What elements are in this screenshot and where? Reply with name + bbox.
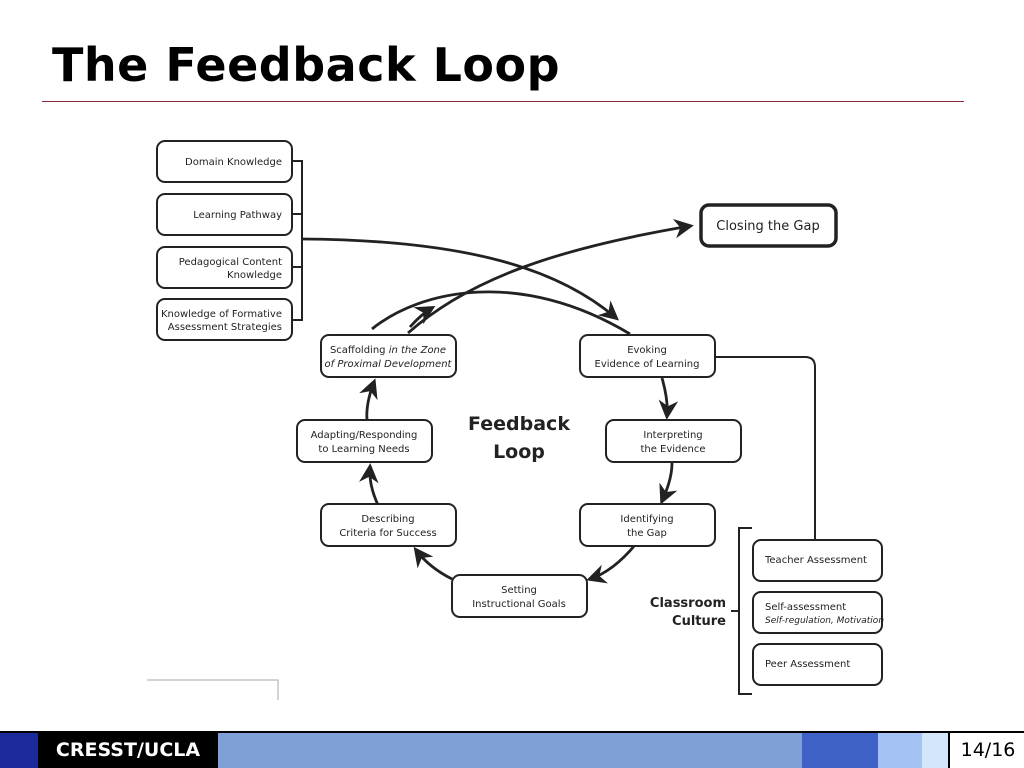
adapting-responding-label-line1: Adapting/Responding [311,430,418,441]
classroom-culture-label-line1: Classroom [650,596,726,611]
interpreting-evidence-label-line1: Interpreting [643,430,702,441]
slide-title: The Feedback Loop [52,38,561,92]
peer-assessment-label: Peer Assessment [765,659,850,670]
identifying-gap-box: Identifying the Gap [579,503,716,547]
scaffolding-box: Scaffolding in the Zone of Proximal Deve… [320,334,457,378]
adapting-responding-box: Adapting/Responding to Learning Needs [296,419,433,463]
pedagogical-content-knowledge-label-line1: Pedagogical Content [179,257,282,268]
formative-assessment-strategies-box: Knowledge of Formative Assessment Strate… [156,298,293,341]
footer-band-light [878,733,922,768]
learning-pathway-label: Learning Pathway [193,210,282,221]
pedagogical-content-knowledge-label-line2: Knowledge [227,270,282,281]
describing-criteria-box: Describing Criteria for Success [320,503,457,547]
footer-top-rule [0,731,1024,733]
describing-criteria-label-line1: Describing [361,514,414,525]
title-rule [42,101,964,102]
classroom-culture-label-line2: Culture [672,614,726,629]
footer-band-main [218,733,802,768]
learning-pathway-box: Learning Pathway [156,193,293,236]
feedback-loop-diagram: Domain Knowledge Learning Pathway Pedago… [147,140,884,700]
interpreting-evidence-box: Interpreting the Evidence [605,419,742,463]
knowledge-bracket [292,160,303,321]
footer-band-lighter [922,733,948,768]
loop-arrow-describing-adapting [359,463,380,506]
loop-arc-top [371,290,631,336]
peer-assessment-box: Peer Assessment [752,643,883,686]
pedagogical-content-knowledge-box: Pedagogical Content Knowledge [156,246,293,289]
evoking-evidence-label-line2: Evidence of Learning [595,359,700,370]
teacher-assessment-box: Teacher Assessment [752,539,883,582]
footer-brand: CRESST/UCLA [38,733,218,768]
domain-knowledge-box: Domain Knowledge [156,140,293,183]
placeholder-rule [147,679,279,700]
adapting-responding-label-line2: to Learning Needs [318,444,409,455]
closing-the-gap-box: Closing the Gap [699,203,838,248]
loop-arrow-evoking-interpreting [658,377,679,420]
setting-goals-label-line1: Setting [501,585,537,596]
self-assessment-sub-label: Self-regulation, Motivation [765,616,884,626]
setting-goals-box: Setting Instructional Goals [451,574,588,618]
formative-assessment-strategies-label-line2: Assessment Strategies [168,322,282,333]
loop-arrow-interpreting-identifying [659,462,678,505]
scaffolding-lead-italic: in the Zone [389,345,446,356]
teacher-assessment-label: Teacher Assessment [764,555,867,566]
domain-knowledge-label: Domain Knowledge [185,157,282,168]
self-assessment-label: Self-assessment [765,602,846,613]
feedback-loop-center-line2: Loop [493,441,545,463]
identifying-gap-label-line1: Identifying [620,514,673,525]
loop-arrow-scaffolding-up [408,306,436,328]
identifying-gap-label-line2: the Gap [627,528,667,539]
classroom-culture-bracket [731,527,752,695]
knowledge-to-evoking-arrow [301,237,619,321]
scaffolding-label-line2: of Proximal Development [325,359,453,370]
loop-arrow-adapting-scaffolding [359,378,378,421]
interpreting-evidence-label-line2: the Evidence [640,444,705,455]
footer-bar: CRESST/UCLA 14/16 [0,733,1024,768]
loop-arrow-identifying-setting [586,544,637,584]
closing-the-gap-label: Closing the Gap [716,219,819,234]
describing-criteria-label-line2: Criteria for Success [339,528,436,539]
footer-band-left [0,733,38,768]
loop-arrow-setting-describing [413,546,453,581]
scaffolding-label-line1: Scaffolding in the Zone [330,345,446,356]
formative-assessment-strategies-label-line1: Knowledge of Formative [161,309,282,320]
self-assessment-box: Self-assessment Self-regulation, Motivat… [752,591,884,634]
scaffolding-to-closing-arrow [407,218,694,335]
scaffolding-lead: Scaffolding [330,345,389,356]
evoking-culture-connector [715,356,816,540]
evoking-evidence-box: Evoking Evidence of Learning [579,334,716,378]
evoking-evidence-label-line1: Evoking [627,345,667,356]
feedback-loop-center-line1: Feedback [468,413,570,435]
setting-goals-label-line2: Instructional Goals [472,599,566,610]
footer-band-blue [802,733,878,768]
page-number: 14/16 [948,733,1024,768]
